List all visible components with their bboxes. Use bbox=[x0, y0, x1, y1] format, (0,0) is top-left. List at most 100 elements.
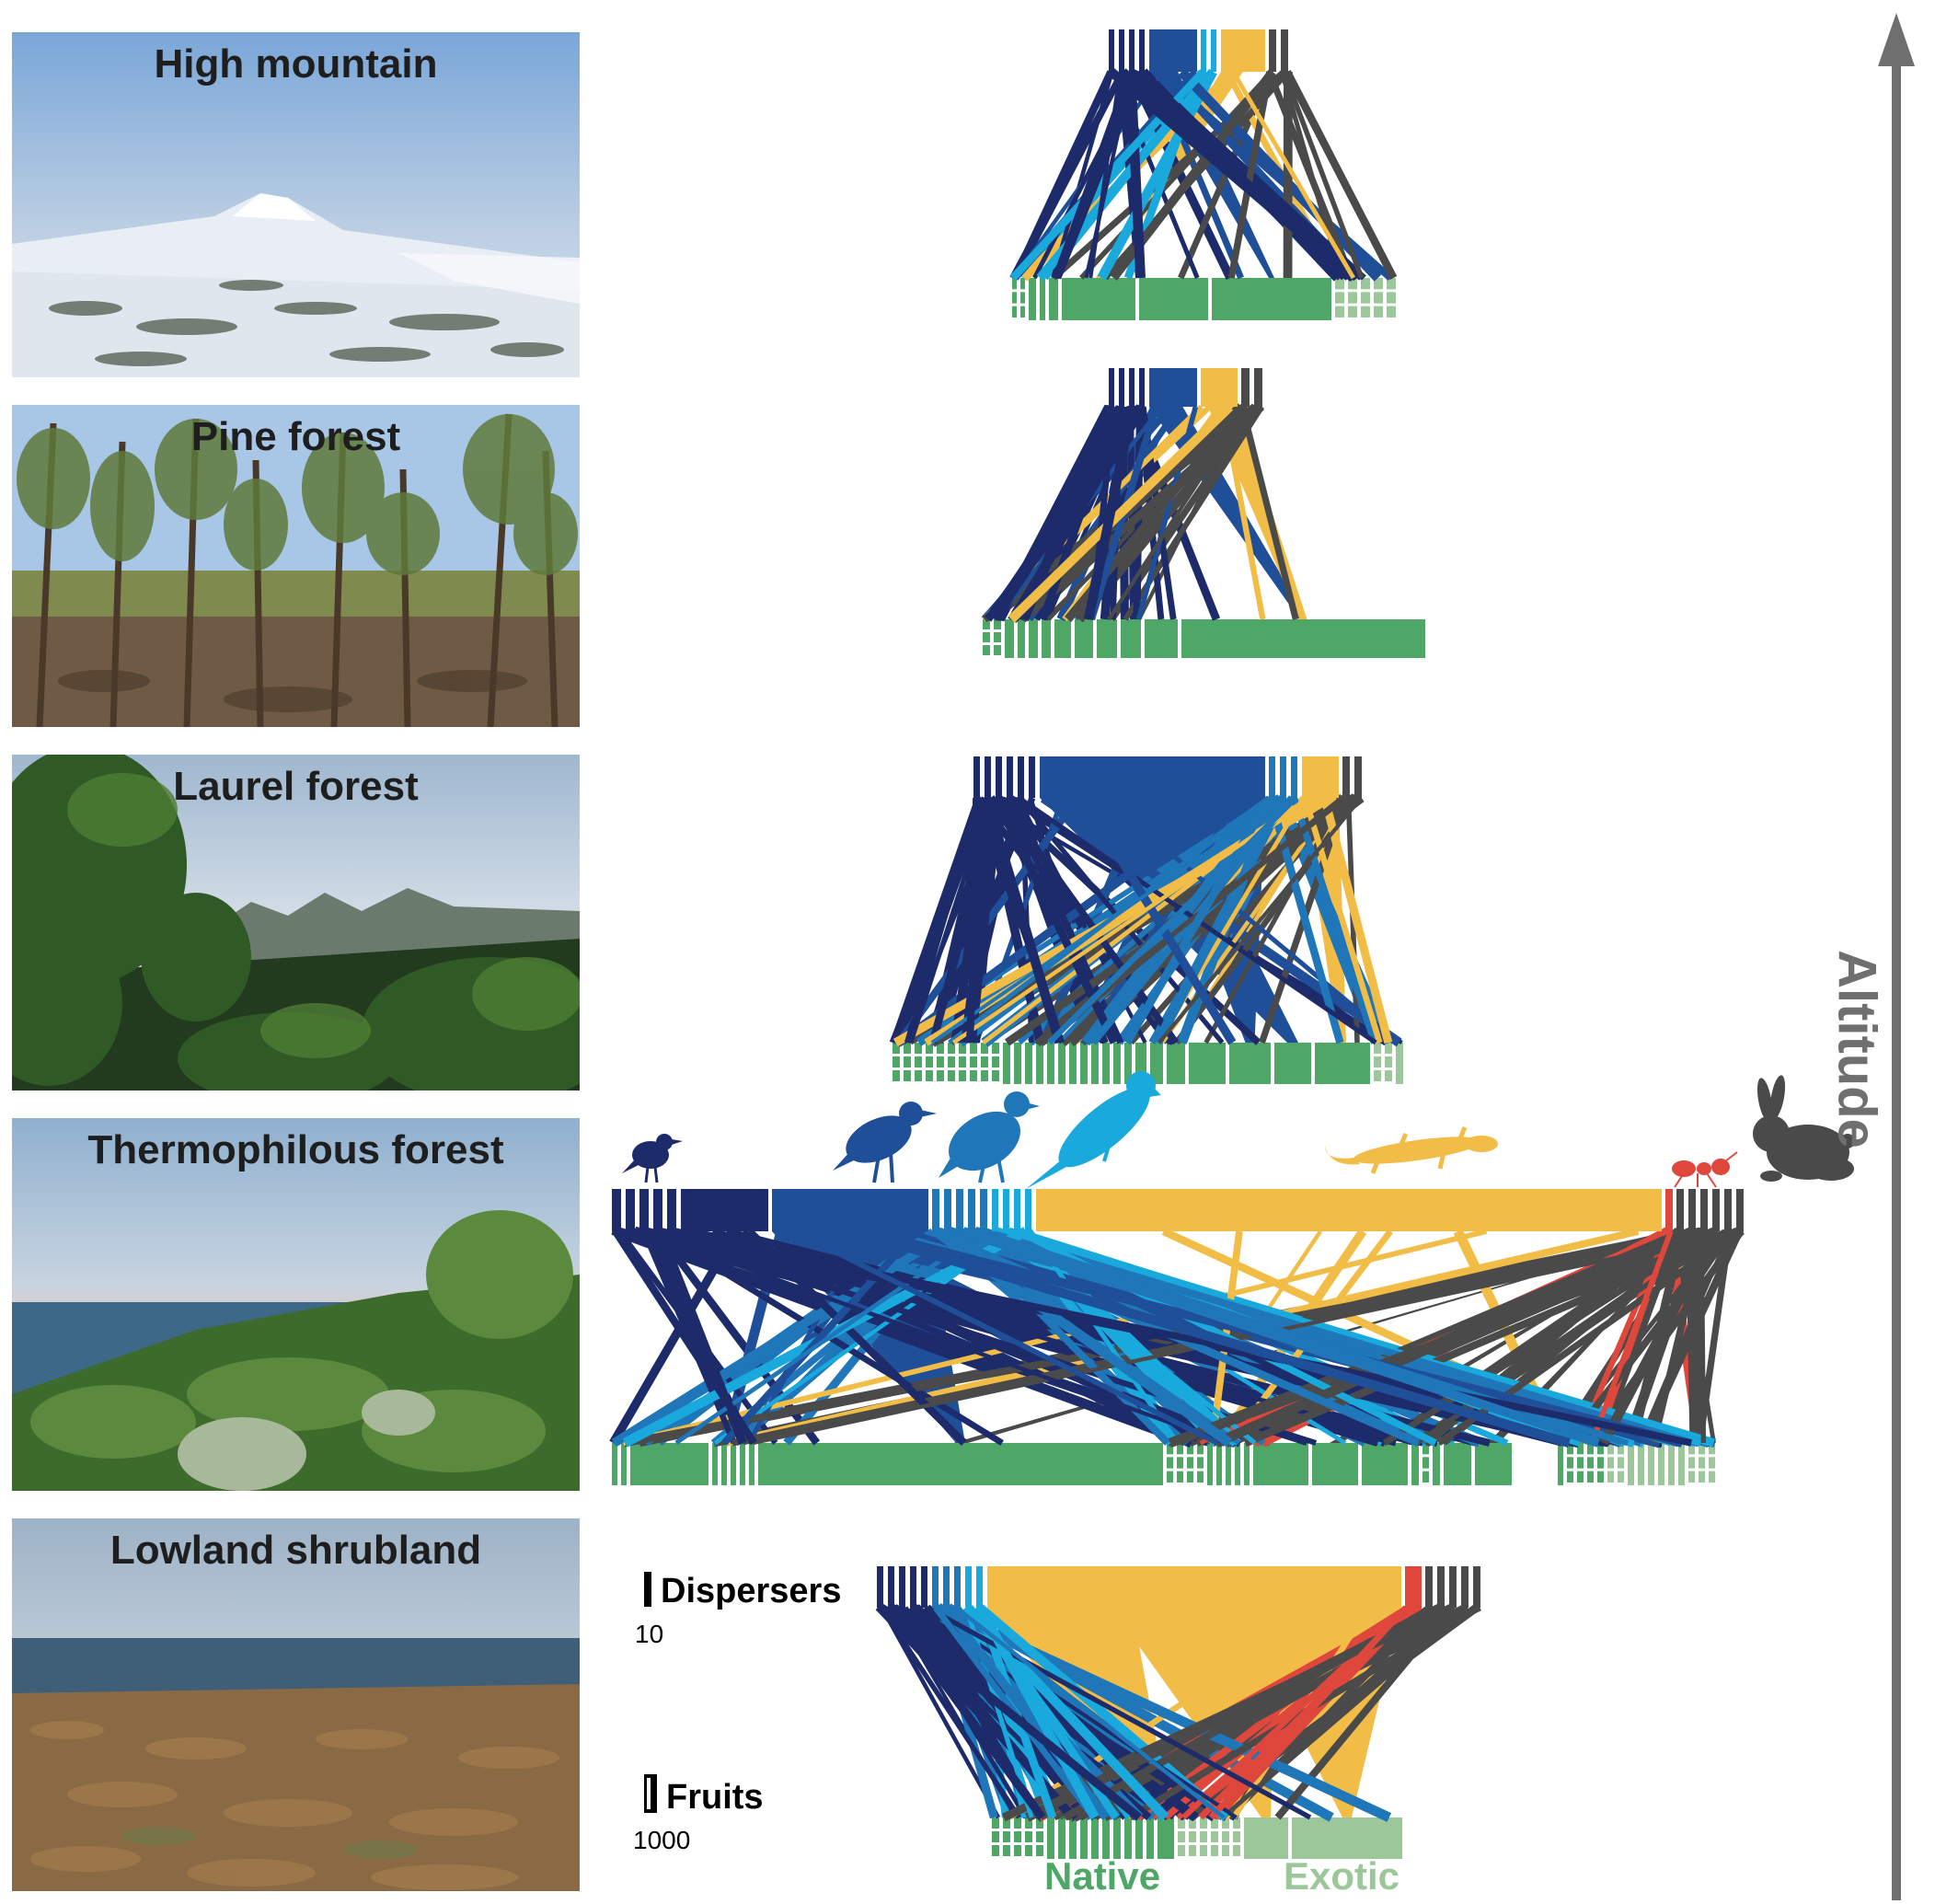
plant-bar-small bbox=[1577, 1457, 1584, 1469]
plant-bar-small bbox=[992, 1817, 999, 1829]
interaction-link bbox=[1135, 406, 1199, 620]
plant-bar-small bbox=[1200, 1831, 1207, 1842]
plant-bar-small bbox=[948, 1070, 955, 1081]
plant-bar bbox=[1189, 1043, 1226, 1084]
plant-bar bbox=[721, 1443, 727, 1485]
plant-bar-small bbox=[1335, 292, 1344, 304]
disperser-bar bbox=[1405, 1566, 1422, 1608]
interaction-link bbox=[962, 1227, 1600, 1448]
photo-high-mountain: High mountain bbox=[12, 32, 580, 377]
plant-bar-small bbox=[1036, 1845, 1043, 1856]
plant-bar-small bbox=[1167, 1457, 1173, 1469]
plant-bar-small bbox=[1709, 1457, 1715, 1469]
plant-bar-small bbox=[992, 1831, 999, 1842]
plant-bar-small bbox=[926, 1043, 933, 1054]
interaction-link bbox=[1281, 71, 1365, 279]
plant-bar bbox=[1292, 1817, 1402, 1859]
plant-bar bbox=[1638, 1443, 1644, 1485]
disperser-bar bbox=[985, 756, 991, 798]
interaction-link bbox=[904, 797, 984, 1044]
plant-bar-small bbox=[904, 1070, 911, 1081]
plant-bar-small bbox=[1177, 1443, 1183, 1455]
plant-bar-small bbox=[904, 1043, 911, 1054]
rabbit-icon bbox=[1753, 1075, 1855, 1182]
plant-bar bbox=[712, 1443, 718, 1485]
plant-bar-small bbox=[1385, 1056, 1392, 1067]
interaction-link bbox=[1039, 405, 1123, 621]
plant-bar bbox=[1244, 1443, 1250, 1485]
plant-bar-small bbox=[1187, 1471, 1193, 1483]
interaction-link bbox=[1227, 71, 1273, 279]
plant-bar-small bbox=[992, 1845, 999, 1856]
disperser-bar bbox=[1676, 1189, 1684, 1231]
plant-bar bbox=[1433, 1443, 1440, 1485]
disperser-bar bbox=[1712, 1189, 1720, 1231]
plant-bar bbox=[1054, 619, 1071, 658]
plant-bar-small bbox=[1197, 1443, 1204, 1455]
plant-bar-small bbox=[1587, 1457, 1594, 1469]
plant-bar-small bbox=[1003, 1845, 1010, 1856]
plant-bar-small bbox=[1025, 1845, 1032, 1856]
plant-bar-small bbox=[1385, 1070, 1392, 1081]
thrush-icon bbox=[833, 1102, 937, 1183]
disperser-bar bbox=[626, 1189, 635, 1231]
plant-bar-small bbox=[1387, 306, 1396, 317]
plant-bar-small bbox=[1607, 1443, 1614, 1455]
lizard-icon bbox=[1325, 1126, 1498, 1174]
disperser-bar bbox=[1139, 368, 1145, 407]
plant-bar-small bbox=[992, 1056, 999, 1067]
disperser-bar bbox=[1014, 1189, 1020, 1231]
plant-bar-small bbox=[1688, 1471, 1695, 1483]
plant-bar-small bbox=[1189, 1845, 1196, 1856]
disperser-bar bbox=[639, 1189, 649, 1231]
plant-bar bbox=[1628, 1443, 1634, 1485]
plant-bar bbox=[731, 1443, 736, 1485]
plant-bar bbox=[1312, 1443, 1358, 1485]
disperser-bar bbox=[1688, 1189, 1696, 1231]
disperser-bar bbox=[1129, 29, 1134, 72]
plant-bar bbox=[1069, 1043, 1077, 1084]
disperser-bar bbox=[921, 1566, 927, 1608]
plant-bar bbox=[1080, 1817, 1088, 1859]
plant-bar-small bbox=[1618, 1457, 1624, 1469]
interaction-link bbox=[1008, 403, 1234, 623]
disperser-bar bbox=[1700, 1189, 1708, 1231]
habitat-title-thermophilous-forest: Thermophilous forest bbox=[87, 1127, 504, 1172]
plant-bar-small bbox=[1577, 1443, 1584, 1455]
disperser-bar bbox=[973, 756, 980, 798]
plant-bar-small bbox=[1709, 1471, 1715, 1483]
photo-thermophilous-forest: Thermophilous forest bbox=[12, 1118, 580, 1491]
disperser-bar bbox=[980, 1189, 987, 1231]
plant-bar-small bbox=[1688, 1457, 1695, 1469]
interaction-link bbox=[1178, 68, 1382, 282]
plant-bar-small bbox=[1222, 1817, 1229, 1829]
interaction-link bbox=[1599, 1229, 1720, 1446]
plant-bar bbox=[1668, 1443, 1675, 1485]
plant-bar bbox=[1158, 1817, 1174, 1859]
network-laurel-forest bbox=[889, 756, 1403, 1084]
interaction-link bbox=[644, 1229, 1227, 1446]
disperser-bar bbox=[1036, 1189, 1662, 1231]
plant-bar-small bbox=[915, 1070, 922, 1081]
plant-bar bbox=[1558, 1443, 1563, 1485]
plant-bar bbox=[1181, 619, 1425, 658]
parakeet-icon bbox=[1026, 1071, 1161, 1189]
interaction-link bbox=[877, 1604, 1142, 1821]
disperser-bar bbox=[1211, 29, 1216, 72]
interaction-link bbox=[1589, 1229, 1674, 1445]
network-high-mountain bbox=[1009, 29, 1398, 320]
dispersers-legend-scale: 10 bbox=[635, 1620, 664, 1648]
plant-bar-small bbox=[1020, 306, 1025, 317]
plant-bar bbox=[1091, 1817, 1099, 1859]
pigeon-icon bbox=[939, 1091, 1040, 1183]
plant-bar-small bbox=[1699, 1457, 1705, 1469]
plant-bar-small bbox=[1211, 1817, 1218, 1829]
plant-bar-small bbox=[1361, 306, 1370, 317]
plant-bar-small bbox=[1014, 1831, 1021, 1842]
disperser-bar bbox=[681, 1189, 768, 1231]
plant-bar-small bbox=[1567, 1471, 1573, 1483]
disperser-bar bbox=[1302, 756, 1339, 798]
disperser-bar bbox=[1354, 756, 1362, 798]
plant-bar bbox=[1097, 619, 1117, 658]
disperser-bar bbox=[1280, 756, 1286, 798]
